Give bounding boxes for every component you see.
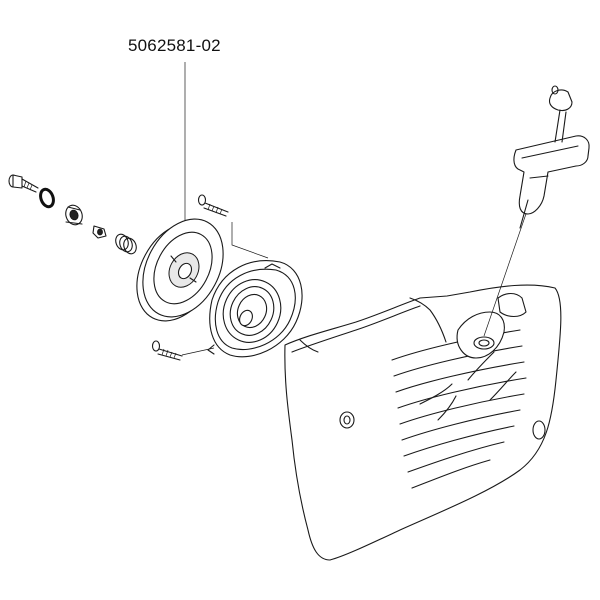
starter-handle: [513, 135, 590, 229]
alignment-guide: [231, 222, 269, 259]
upper-pulley-screw: [197, 194, 229, 217]
rope-grip-insert: [548, 85, 573, 143]
bushing: [65, 204, 83, 226]
bolt: [8, 174, 39, 193]
rope-guide-boss: [456, 292, 527, 359]
starter-cover: [284, 284, 562, 561]
part-number-label: 5062581-02: [128, 36, 221, 55]
small-screw: [92, 225, 107, 239]
cover-grille: [391, 329, 546, 489]
recoil-spring-housing: [207, 260, 303, 358]
lower-pulley-screw: [151, 340, 183, 361]
spring: [115, 233, 137, 255]
starter-pulley: [136, 218, 224, 322]
rope-line: [483, 207, 529, 337]
o-ring-washer: [39, 187, 55, 209]
